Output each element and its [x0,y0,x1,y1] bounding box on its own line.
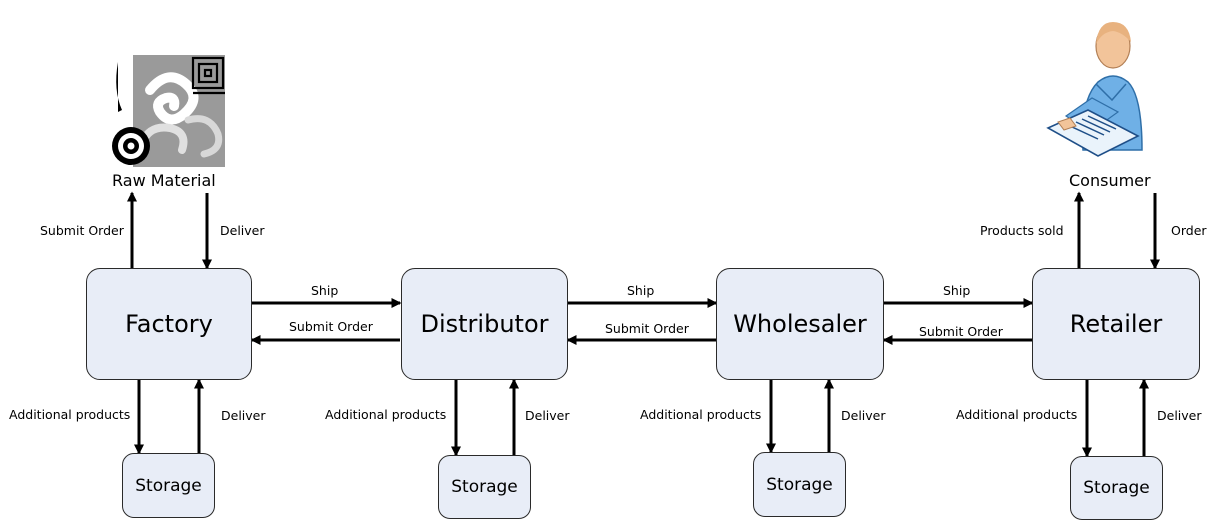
submit-order-label: Submit Order [289,319,373,334]
submit-order-label: Submit Order [40,223,124,238]
deliver-label: Deliver [220,223,265,238]
deliver-label: Deliver [1157,408,1202,423]
additional-products-label: Additional products [956,407,1078,422]
distributor-node: Distributor [401,268,568,380]
additional-products-label: Additional products [640,407,762,422]
factory-storage-node: Storage [122,453,215,518]
ship-label: Ship [627,283,655,298]
wholesaler-node: Wholesaler [716,268,884,380]
raw-material-label: Raw Material [112,171,216,190]
ship-label: Ship [943,283,971,298]
retailer-storage-node: Storage [1070,456,1163,520]
deliver-label: Deliver [841,408,886,423]
deliver-label: Deliver [525,408,570,423]
additional-products-label: Additional products [325,407,447,422]
submit-order-label: Submit Order [605,321,689,336]
deliver-label: Deliver [221,408,266,423]
retailer-node: Retailer [1032,268,1200,380]
wholesaler-storage-node: Storage [753,452,846,517]
raw-material-icon [112,55,225,167]
order-label: Order [1171,223,1207,238]
consumer-icon [1046,22,1143,157]
submit-order-label: Submit Order [919,324,1003,339]
consumer-label: Consumer [1069,171,1151,190]
products-sold-label: Products sold [980,223,1064,238]
ship-label: Ship [311,283,339,298]
additional-products-label: Additional products [9,407,131,422]
distributor-storage-node: Storage [438,455,531,519]
factory-node: Factory [86,268,252,380]
